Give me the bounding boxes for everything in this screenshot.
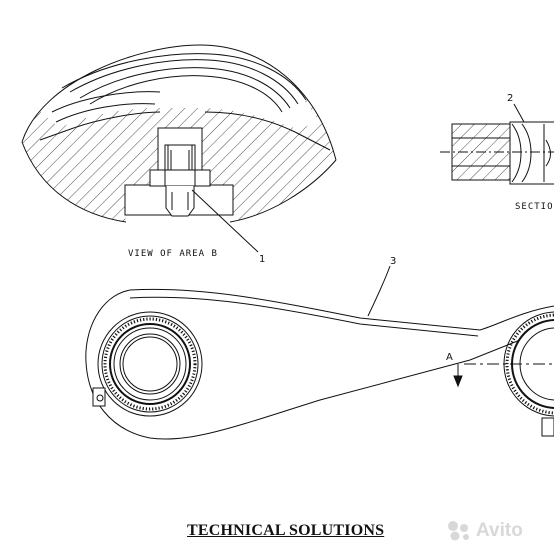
caption-title: TECHNICAL SOLUTIONS — [187, 522, 385, 539]
section-view — [440, 103, 554, 185]
callout-3: 3 — [390, 256, 396, 267]
watermark: Avito — [446, 520, 552, 542]
view-area-b — [21, 44, 337, 253]
callout-1: 1 — [259, 254, 265, 265]
watermark-text: Avito — [476, 520, 523, 541]
avito-logo-icon — [448, 521, 469, 541]
section-marker-a: A — [446, 352, 453, 363]
view-area-b-label: VIEW OF AREA B — [128, 249, 218, 259]
section-label: SECTIO — [515, 202, 554, 212]
callout-2: 2 — [507, 93, 513, 104]
link-arm — [85, 265, 554, 440]
